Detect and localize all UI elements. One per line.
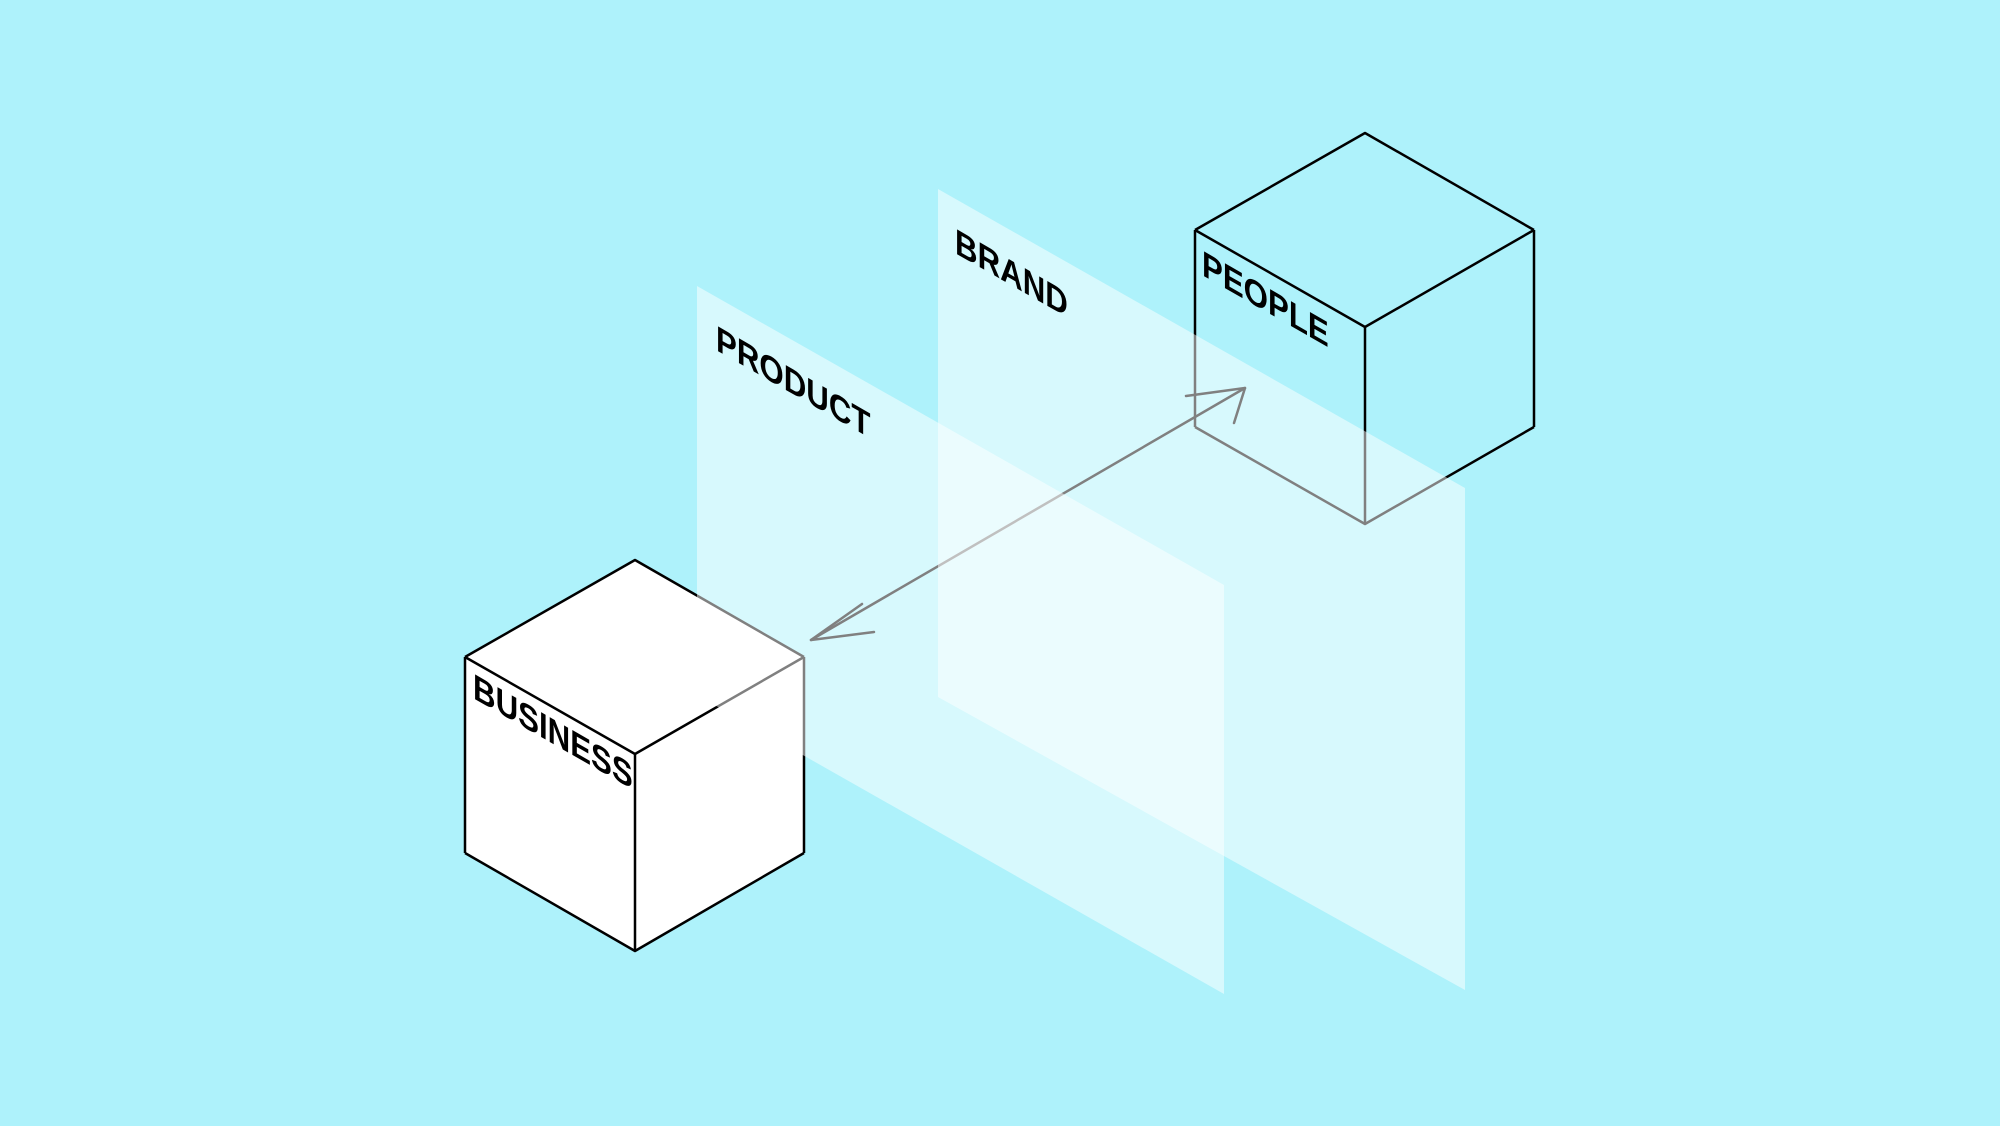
business-cube-bottom-edge — [464, 851, 805, 953]
people-cube-top-edge — [1194, 131, 1535, 232]
brand-plane — [938, 189, 1465, 990]
